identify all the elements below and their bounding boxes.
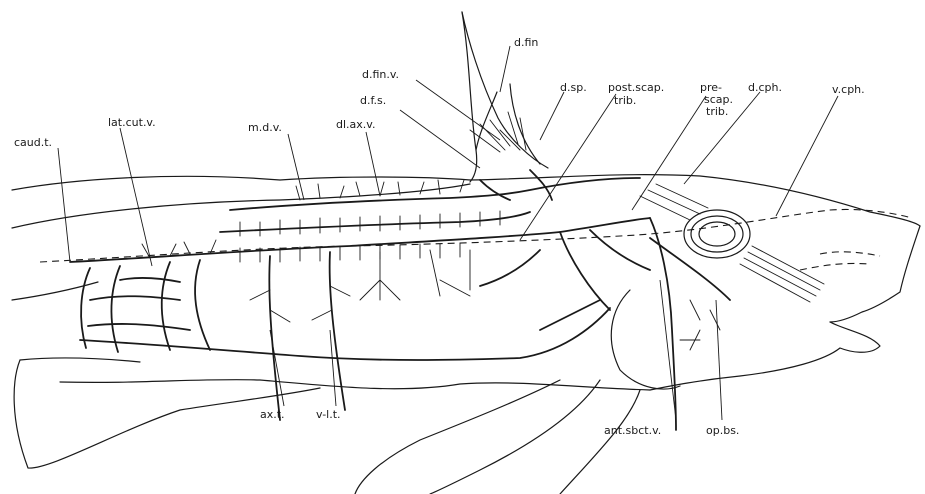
label-ax-t: ax.t. bbox=[260, 408, 285, 421]
body-outline bbox=[12, 12, 920, 494]
label-op-bs: op.bs. bbox=[706, 424, 739, 437]
label-d-f-s: d.f.s. bbox=[360, 94, 386, 107]
label-ant-sbct-v: ant.sbct.v. bbox=[604, 424, 661, 437]
label-d-sp: d.sp. bbox=[560, 81, 587, 94]
label-post-scap-trib-line1: post.scap. bbox=[608, 81, 664, 94]
label-caud-t: caud.t. bbox=[14, 136, 52, 149]
label-m-d-v: m.d.v. bbox=[248, 121, 282, 134]
label-pre-scap-trib-line3: trib. bbox=[706, 105, 728, 118]
label-d-fin: d.fin bbox=[514, 36, 538, 49]
label-v-l-t: v-l.t. bbox=[316, 408, 341, 421]
veins bbox=[70, 112, 730, 430]
label-v-cph: v.cph. bbox=[832, 83, 865, 96]
label-dl-ax-v: dl.ax.v. bbox=[336, 118, 375, 131]
label-d-cph: d.cph. bbox=[748, 81, 782, 94]
label-post-scap-trib-line2: trib. bbox=[614, 94, 636, 107]
label-lat-cut-v: lat.cut.v. bbox=[108, 116, 156, 129]
label-d-fin-v: d.fin.v. bbox=[362, 68, 399, 81]
